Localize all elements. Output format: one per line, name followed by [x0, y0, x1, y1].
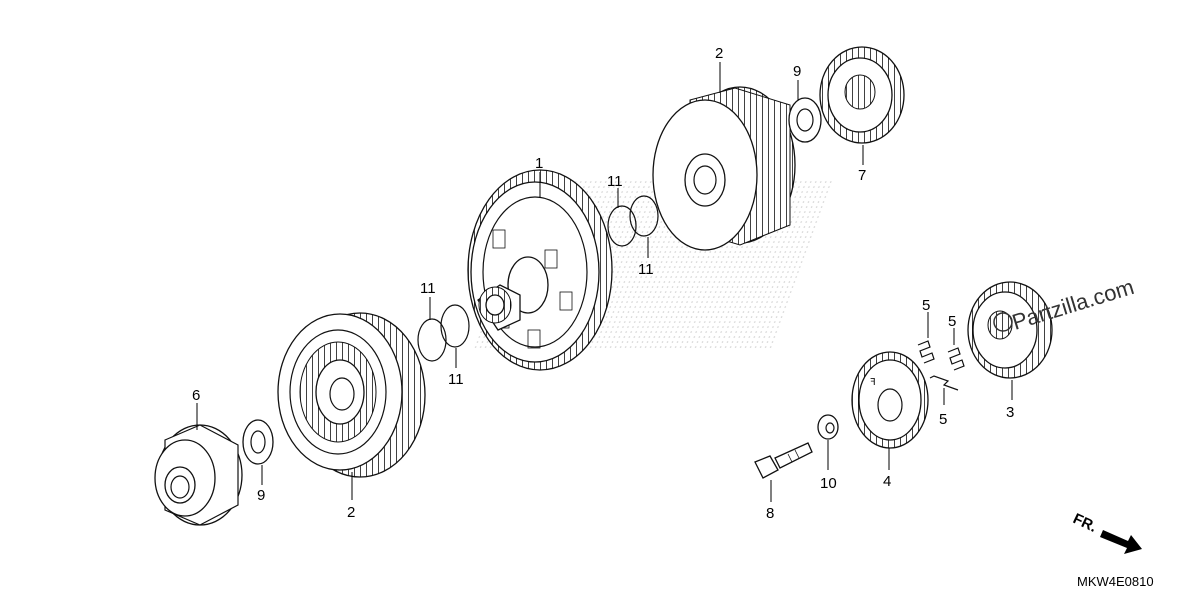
diagram-code: MKW4E0810 [1077, 574, 1154, 589]
callout-5-c[interactable]: 5 [939, 411, 947, 428]
callout-11-a[interactable]: 11 [420, 280, 436, 297]
front-direction-indicator: FR. [1070, 510, 1142, 554]
callout-5-a[interactable]: 5 [922, 297, 930, 314]
part-1-primary-gear[interactable] [467, 169, 613, 371]
part-6-gear[interactable] [154, 424, 243, 526]
callout-7[interactable]: 7 [858, 167, 866, 184]
part-5-springs[interactable] [917, 340, 965, 391]
part-11-o-rings-center[interactable] [607, 195, 659, 247]
leader-lines [196, 62, 1013, 502]
part-8-bolt[interactable] [754, 442, 813, 479]
callout-4[interactable]: 4 [883, 473, 891, 490]
part-2-clutch-outer-left[interactable] [277, 312, 426, 478]
part-10-washer[interactable] [817, 414, 839, 440]
callout-10[interactable]: 10 [820, 475, 837, 492]
callout-6[interactable]: 6 [192, 387, 200, 404]
front-arrow-icon [1100, 530, 1142, 554]
callout-2-top[interactable]: 2 [715, 45, 723, 62]
front-label: FR. [1070, 510, 1099, 536]
callout-8[interactable]: 8 [766, 505, 774, 522]
callout-3[interactable]: 3 [1006, 404, 1014, 421]
part-2-clutch-outer-top[interactable] [652, 86, 796, 251]
part-3-gear[interactable] [967, 281, 1053, 379]
callout-11-c[interactable]: 11 [607, 173, 623, 190]
part-4-gear-plate[interactable]: ꟻ [851, 351, 929, 449]
callout-5-b[interactable]: 5 [948, 313, 956, 330]
callout-labels: 1 2 2 3 4 5 5 5 6 7 8 9 9 10 11 11 11 11 [192, 45, 1014, 522]
callout-2-left[interactable]: 2 [347, 504, 355, 521]
watermark-text: Partzilla.com [1009, 274, 1137, 335]
callout-11-b[interactable]: 11 [448, 371, 464, 388]
callout-9-top[interactable]: 9 [793, 63, 801, 80]
part-7-gear[interactable] [819, 46, 905, 144]
part-9-washer-top[interactable] [788, 97, 822, 143]
part-9-washer-left[interactable] [242, 419, 274, 465]
part-11-o-rings-left[interactable] [417, 304, 470, 362]
callout-11-d[interactable]: 11 [638, 261, 654, 278]
svg-text:ꟻ: ꟻ [870, 377, 876, 388]
copyright-icon [993, 312, 1013, 332]
callout-9-left[interactable]: 9 [257, 487, 265, 504]
callout-1[interactable]: 1 [535, 155, 543, 172]
